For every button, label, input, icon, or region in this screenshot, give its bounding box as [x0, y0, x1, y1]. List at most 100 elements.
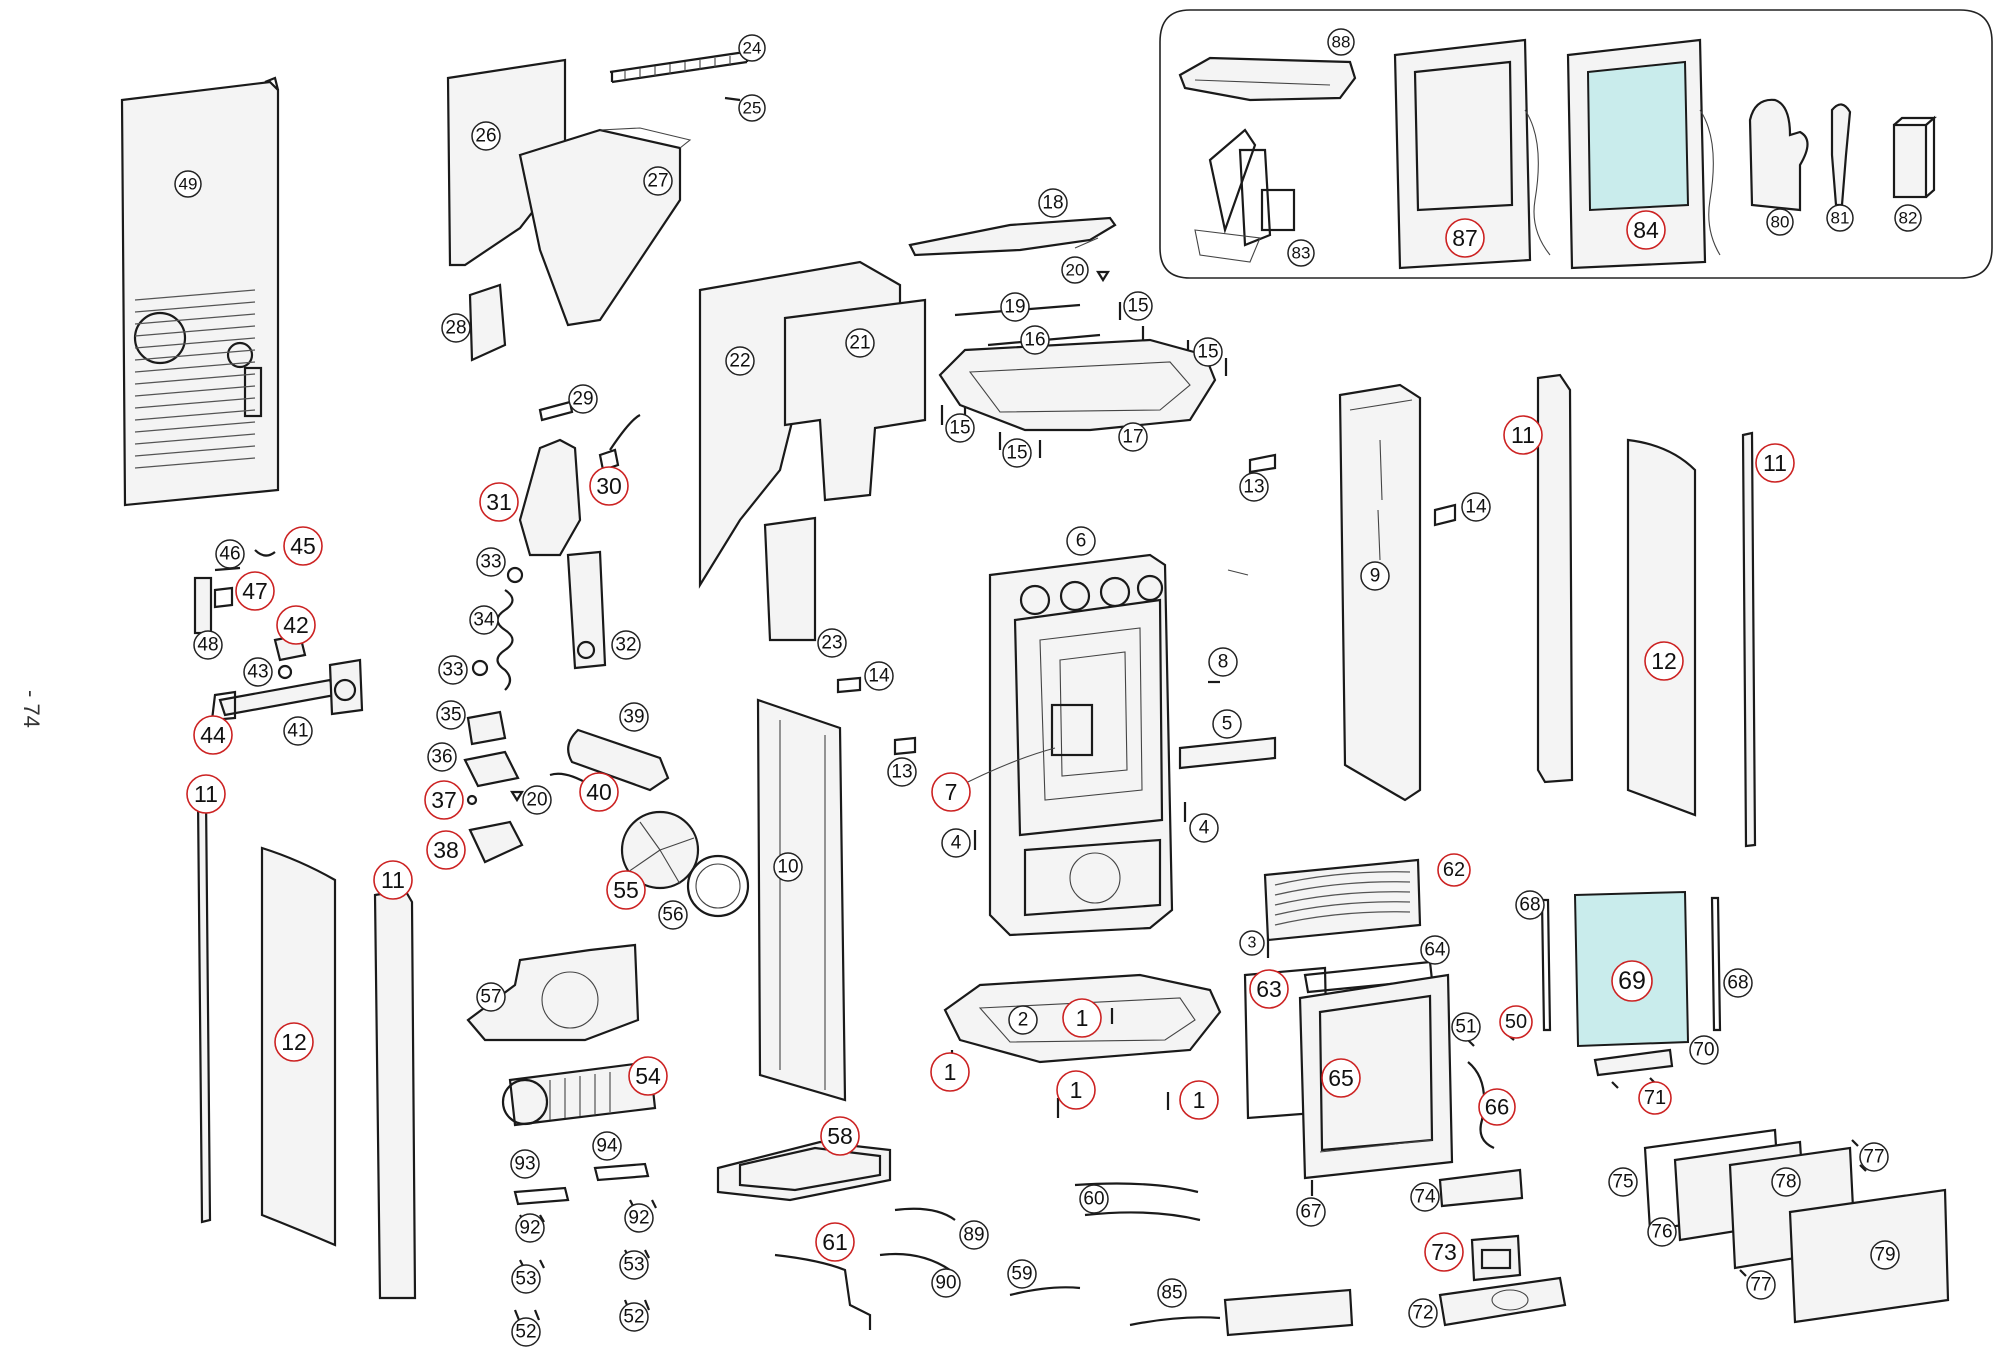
callout-36-text: 36 — [431, 747, 452, 768]
part-72-front-cover — [1438, 1276, 1567, 1327]
callout-1d-text: 1 — [1193, 1087, 1206, 1113]
part-11-upright-a — [1536, 373, 1574, 784]
callout-65-text: 65 — [1328, 1065, 1354, 1091]
callout-10-text: 10 — [777, 857, 798, 878]
callout-71-text: 71 — [1644, 1087, 1666, 1109]
callout-10: 10 — [773, 852, 803, 882]
callout-80-text: 80 — [1771, 213, 1790, 232]
part-80-glove — [1748, 98, 1809, 212]
callout-62: 62 — [1437, 853, 1471, 887]
callout-52a-text: 52 — [515, 1322, 536, 1343]
callout-21: 21 — [845, 328, 875, 358]
part-66-handle — [1467, 1061, 1495, 1150]
callout-29-text: 29 — [572, 389, 593, 410]
callout-51: 51 — [1451, 1012, 1481, 1042]
callout-11a-text: 11 — [1511, 422, 1535, 448]
part-90-wire — [879, 1252, 951, 1271]
callout-9-text: 9 — [1370, 566, 1381, 587]
callout-15c: 15 — [945, 413, 975, 443]
part-15-screws — [940, 302, 1228, 458]
callout-15c-text: 15 — [949, 418, 970, 439]
part-61-cable — [774, 1253, 872, 1330]
part-44-bracket — [210, 690, 237, 722]
part-81-scraper — [1830, 103, 1852, 207]
callout-32-text: 32 — [615, 635, 636, 656]
part-6-firebox — [988, 553, 1174, 937]
callout-1a: 1 — [1062, 998, 1102, 1038]
callout-38: 38 — [426, 830, 466, 870]
callout-67: 67 — [1296, 1197, 1326, 1227]
part-68-seal-b — [1710, 896, 1722, 1032]
callout-17: 17 — [1118, 422, 1148, 452]
part-14-bracket-b — [1433, 503, 1457, 527]
callout-74: 74 — [1410, 1182, 1440, 1212]
part-24-grill — [609, 50, 749, 84]
part-18-top-plate — [908, 216, 1117, 257]
part-11-upright-d — [373, 888, 417, 1300]
part-9-side-panel — [1338, 383, 1422, 802]
callout-66-text: 66 — [1485, 1095, 1509, 1120]
callout-64-text: 64 — [1424, 940, 1446, 961]
part-20-clip-b — [510, 790, 524, 803]
callout-30: 30 — [589, 466, 629, 506]
callout-35: 35 — [436, 700, 466, 730]
callout-73-text: 73 — [1431, 1239, 1457, 1265]
callout-50: 50 — [1499, 1005, 1533, 1039]
callout-61-text: 61 — [822, 1229, 848, 1255]
callout-63: 63 — [1249, 969, 1289, 1009]
callout-13a-text: 13 — [891, 762, 912, 783]
callout-1c: 1 — [1056, 1070, 1096, 1110]
part-59-wire — [1009, 1286, 1081, 1297]
callout-15b-text: 15 — [1197, 342, 1218, 363]
callout-77a: 77 — [1859, 1142, 1889, 1172]
callout-22: 22 — [725, 346, 755, 376]
callout-82-text: 82 — [1899, 209, 1918, 228]
callout-56: 56 — [658, 900, 688, 930]
callout-20a-text: 20 — [1066, 261, 1085, 280]
callout-59: 59 — [1007, 1259, 1037, 1289]
part-34-auger — [496, 589, 514, 691]
callout-16-text: 16 — [1024, 330, 1045, 351]
callout-78: 78 — [1771, 1167, 1801, 1197]
part-79-front-panel — [1788, 1188, 1950, 1324]
callout-49-text: 49 — [179, 175, 198, 194]
callout-45-text: 45 — [290, 533, 316, 559]
part-85-panel — [1223, 1288, 1354, 1337]
callout-23: 23 — [817, 628, 847, 658]
callout-12b: 12 — [274, 1022, 314, 1062]
callout-labels: 49 24 25 26 27 28 88 83 87 84 80 81 82 1… — [174, 28, 1922, 1347]
callout-26-text: 26 — [475, 126, 496, 147]
callout-6: 6 — [1066, 526, 1096, 556]
callout-25: 25 — [738, 94, 766, 122]
callout-34: 34 — [469, 605, 499, 635]
callout-74-text: 74 — [1414, 1187, 1436, 1208]
callout-85: 85 — [1157, 1278, 1187, 1308]
callout-8: 8 — [1208, 647, 1238, 677]
callout-19: 19 — [1000, 292, 1030, 322]
callout-44-text: 44 — [200, 722, 226, 748]
callout-78-text: 78 — [1775, 1172, 1796, 1193]
part-70-strip — [1593, 1048, 1674, 1077]
callout-93: 93 — [510, 1149, 540, 1179]
callout-72: 72 — [1408, 1298, 1438, 1328]
callout-20b: 20 — [522, 785, 552, 815]
part-41-flange — [328, 658, 364, 716]
callout-1d: 1 — [1179, 1080, 1219, 1120]
part-39-cylinder — [567, 728, 670, 792]
part-73-display — [1470, 1234, 1522, 1282]
callout-19-text: 19 — [1004, 297, 1025, 318]
callout-2: 2 — [1008, 1005, 1038, 1035]
part-37-screw — [466, 794, 478, 806]
callout-79-text: 79 — [1874, 1245, 1895, 1266]
part-48-bracket — [193, 576, 213, 635]
part-57-bracket — [466, 943, 640, 1042]
callout-3-text: 3 — [1248, 935, 1257, 952]
part-87-door — [1393, 38, 1551, 270]
callout-15b: 15 — [1193, 337, 1223, 367]
callout-36: 36 — [427, 742, 457, 772]
accessories-frame — [1159, 9, 1993, 279]
callout-57-text: 57 — [480, 987, 501, 1008]
callout-76: 76 — [1647, 1217, 1677, 1247]
callout-44: 44 — [193, 715, 233, 755]
part-88-top-cover — [1178, 56, 1357, 102]
